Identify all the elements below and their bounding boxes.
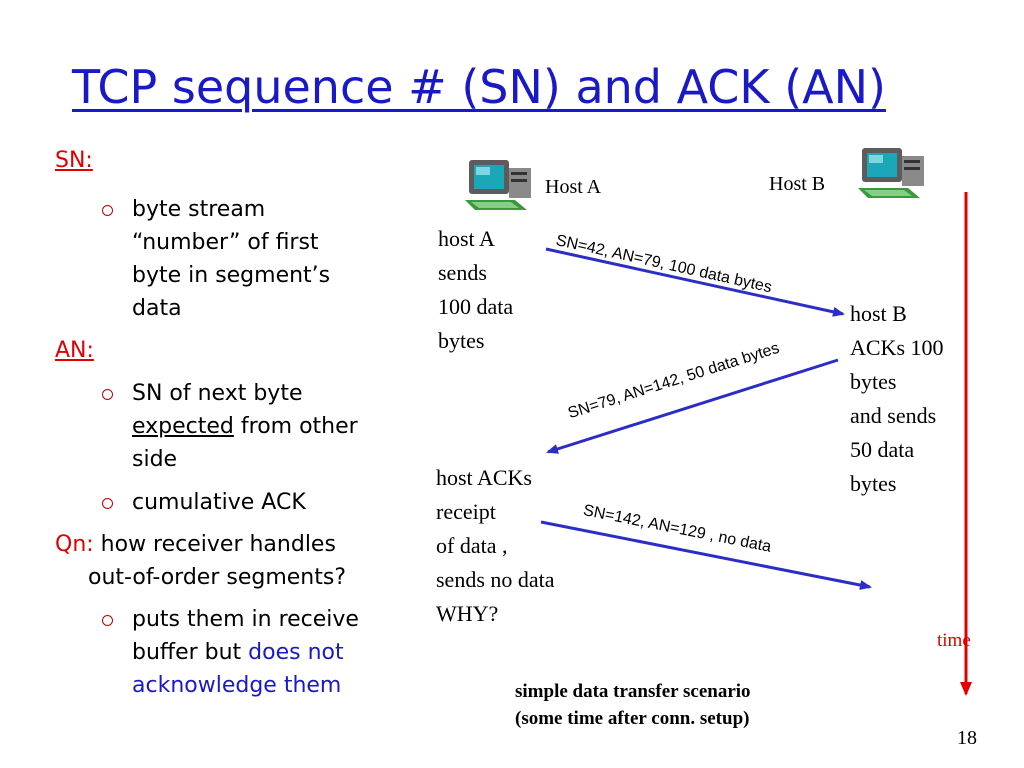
bullet-icon	[102, 389, 113, 400]
host-b-label: Host B	[769, 173, 826, 195]
page-number: 18	[957, 727, 977, 749]
host-b-acks-line: host B	[850, 301, 907, 326]
host-b-acks-line: and sends	[850, 403, 937, 428]
qn-bullet-line: buffer but does not	[132, 636, 344, 669]
message-arrow-1	[545, 247, 845, 317]
bullet-icon	[102, 498, 113, 509]
host-acks-line: sends no data	[436, 567, 555, 592]
host-b-acks-line: bytes	[850, 471, 897, 496]
time-label: time	[937, 630, 971, 651]
sn-bullet-line: “number” of first	[132, 230, 319, 255]
slide-title: TCP sequence # (SN) and ACK (AN)	[72, 60, 886, 114]
host-acks-line: of data ,	[436, 533, 508, 558]
host-a-sends-line: bytes	[438, 328, 485, 353]
sn-bullet-line: data	[132, 296, 182, 321]
expected-word: expected	[132, 414, 234, 439]
an-bullet-line: cumulative ACK	[132, 490, 306, 515]
host-a-sends-line: host A	[438, 226, 495, 251]
why-question: WHY?	[436, 601, 499, 626]
message-arrow-2	[546, 358, 839, 454]
qn-label: Qn:	[55, 532, 94, 557]
qn-bullet-black: buffer but	[132, 640, 249, 665]
computer-icon	[465, 160, 531, 210]
diagram-caption: simple data transfer scenario (some time…	[515, 678, 751, 732]
an-bullet-line: side	[132, 447, 178, 472]
an-bullet-line: expected from other	[132, 410, 358, 443]
computer-icon	[858, 148, 924, 198]
host-b-acks-line: 50 data	[850, 437, 915, 462]
qn-bullet-blue: does not	[248, 640, 344, 665]
bullet-icon	[102, 205, 113, 216]
caption-line: simple data transfer scenario	[515, 681, 751, 702]
host-acks-line: receipt	[436, 499, 496, 524]
bullet-icon	[102, 615, 113, 626]
caption-line: (some time after conn. setup)	[515, 708, 750, 729]
an-bullet-line-rest: from other	[233, 414, 358, 439]
sn-bullet-line: byte stream	[132, 197, 266, 222]
host-b-acks-line: bytes	[850, 369, 897, 394]
host-a-sends-line: 100 data	[438, 294, 514, 319]
host-acks-line: host ACKs	[436, 465, 532, 490]
host-b-acks-line: ACKs 100	[850, 335, 944, 360]
sn-bullet-line: byte in segment’s	[132, 263, 331, 288]
message-arrow-3	[540, 520, 872, 590]
host-a-label: Host A	[545, 176, 602, 198]
sn-heading: SN:	[55, 148, 93, 173]
an-heading: AN:	[55, 338, 94, 363]
host-a-sends-line: sends	[438, 260, 487, 285]
qn-line: how receiver handles	[93, 532, 336, 557]
host-a-sends-text: host A sends 100 data bytes	[438, 222, 513, 358]
qn-line: out-of-order segments?	[88, 565, 347, 590]
host-b-acks-text: host B ACKs 100 bytes and sends 50 data …	[850, 297, 944, 501]
an-bullet-line: SN of next byte	[132, 381, 303, 406]
qn-bullet-line: puts them in receive	[132, 607, 359, 632]
host-acks-receipt-text: host ACKs receipt of data , sends no dat…	[436, 461, 555, 631]
qn-question: Qn: how receiver handles out-of-order se…	[55, 528, 346, 594]
qn-bullet-line: acknowledge them	[132, 673, 342, 698]
